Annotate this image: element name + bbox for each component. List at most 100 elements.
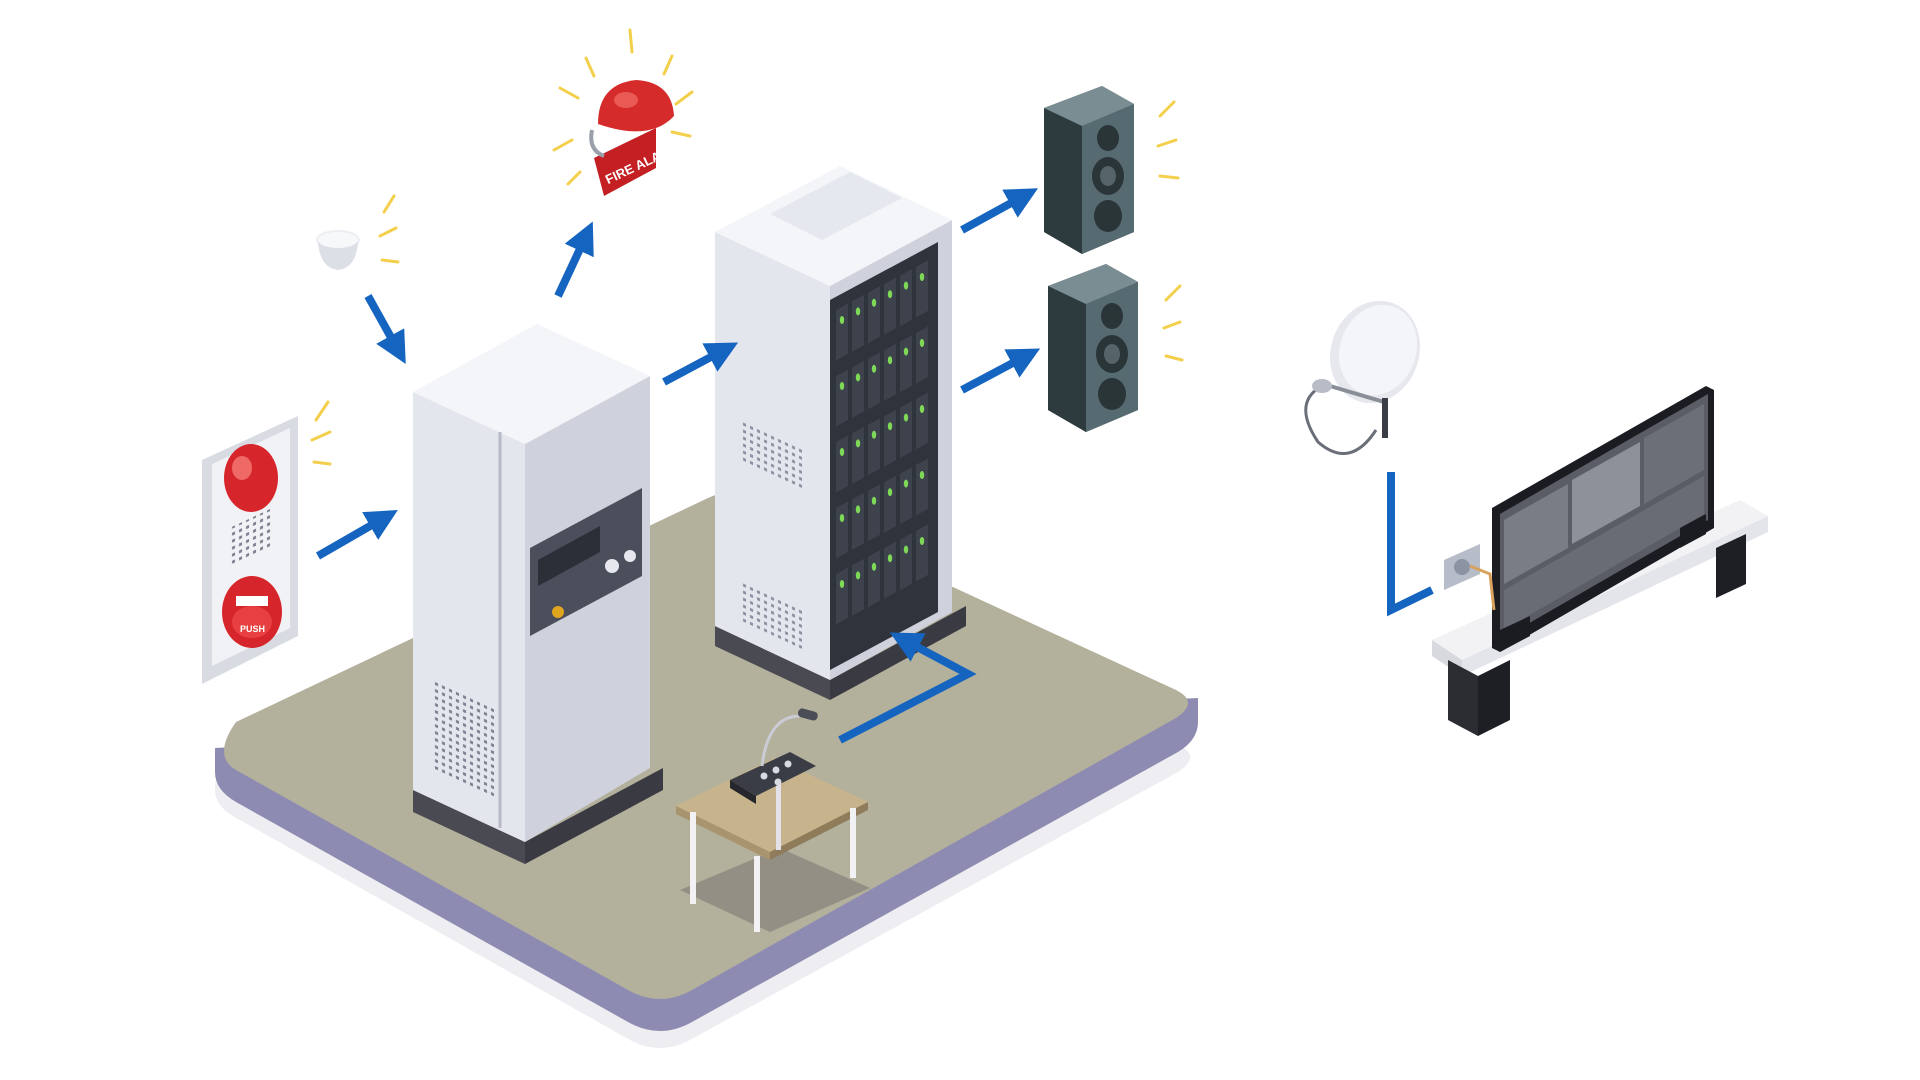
rack-led — [919, 273, 925, 281]
dish-cable — [1304, 382, 1378, 455]
spark-line — [552, 138, 574, 152]
floor-top — [224, 492, 1188, 999]
rack-led — [855, 505, 861, 514]
rack-side-vent — [740, 580, 802, 649]
microphone-icon — [760, 714, 801, 767]
smoke-detector-dome — [318, 242, 358, 270]
rack-drive-slot — [852, 294, 864, 352]
arrow-rack-to-speaker-top — [960, 188, 1039, 234]
rack-led — [871, 430, 877, 439]
rack-drive-slot — [916, 392, 928, 450]
rack-drive-slot — [836, 435, 848, 493]
rack-drive-slot — [884, 475, 896, 533]
stand-leg — [1478, 660, 1510, 736]
rack-led — [903, 347, 909, 356]
speaker-side — [1048, 286, 1086, 432]
stand-side — [1462, 516, 1768, 676]
paging-microphone-station — [676, 708, 870, 932]
table-edge — [676, 806, 770, 860]
rack-drive-slot — [868, 286, 880, 344]
table-edge-right — [770, 802, 868, 860]
table-shadow — [680, 848, 870, 932]
arrow-rack-to-speaker-bottom — [960, 348, 1041, 394]
dish-arm — [1329, 384, 1385, 404]
rack-led — [919, 339, 925, 347]
rack-drive-slot — [884, 343, 896, 401]
rack-drive-slot — [884, 277, 896, 335]
rack-drive-slot — [916, 524, 928, 582]
monitor-foot — [1500, 616, 1530, 652]
spark-line — [1162, 320, 1182, 330]
microphone-base-side — [730, 780, 756, 804]
monitor-pane — [1504, 484, 1568, 584]
socket-connector — [1454, 559, 1470, 575]
rack-drive-slot — [836, 567, 848, 625]
alarm-push-label-bg — [236, 596, 268, 606]
table-top — [676, 758, 868, 852]
rack-led — [871, 562, 877, 571]
speaker-bottom — [1048, 264, 1138, 432]
rack-led — [855, 307, 861, 316]
rack-led — [839, 448, 845, 456]
stand-leg — [1716, 534, 1746, 598]
rack-led — [903, 479, 909, 488]
arrow-dish-to-tv — [1387, 472, 1434, 617]
rack-drive-slot — [852, 426, 864, 484]
rack-drive-slot — [852, 492, 864, 550]
speaker-top-face — [1044, 86, 1134, 126]
spark-line — [628, 28, 634, 54]
rack-drive-slot — [900, 401, 912, 459]
rack-drive-slot — [900, 269, 912, 327]
rack-drive-slot — [900, 467, 912, 525]
rack-top-panel — [770, 172, 902, 240]
dish-inner — [1338, 304, 1418, 396]
spark-line — [670, 130, 692, 138]
floor-platform — [215, 492, 1198, 1048]
table-leg — [776, 780, 781, 850]
rack-led — [855, 571, 861, 580]
microphone-button — [784, 760, 792, 768]
rack-drive-slot — [868, 418, 880, 476]
rack-led — [855, 439, 861, 448]
rack-drive-slot — [916, 260, 928, 318]
satellite-dish — [1304, 300, 1421, 455]
cabinet-lower-vent — [432, 730, 494, 798]
spark-line — [1156, 138, 1178, 148]
microphone-head — [797, 708, 818, 721]
rack-led — [839, 382, 845, 390]
rack-led — [919, 471, 925, 479]
rack-led — [839, 316, 845, 324]
spark-line — [312, 460, 332, 466]
rack-led — [887, 488, 893, 497]
bell-mount — [594, 128, 656, 196]
cabinet-control-panel — [530, 488, 642, 636]
dish-lnb — [1312, 379, 1332, 393]
speaker-cone-inner — [1104, 344, 1120, 364]
rack-led — [871, 364, 877, 373]
spark-line — [1164, 354, 1184, 362]
rack-led — [855, 373, 861, 382]
microphone-button — [772, 766, 780, 774]
rack-drive-slot — [868, 550, 880, 608]
table-leg — [754, 856, 760, 932]
public-address-rack — [715, 166, 966, 700]
alarm-push-label: PUSH — [240, 624, 265, 634]
rack-led — [887, 290, 893, 299]
bell-bracket — [589, 129, 605, 158]
speaker-top — [1044, 86, 1134, 254]
rack-led — [919, 537, 925, 545]
manual-call-point: PUSH — [202, 416, 298, 684]
speaker-cone-inner — [1100, 166, 1116, 186]
spark-line — [674, 90, 694, 106]
rack-drive-slot — [916, 326, 928, 384]
rack-led — [887, 554, 893, 563]
spark-line — [558, 86, 580, 100]
spark-line — [1158, 100, 1176, 118]
speaker-cone — [1097, 125, 1119, 151]
microphone-button — [774, 778, 782, 786]
arrow-cabinet-to-bell — [554, 221, 594, 298]
alarm-push-button — [232, 606, 272, 638]
spark-line — [380, 258, 400, 264]
arrow-callpoint-to-cabinet — [316, 510, 398, 560]
rack-side-vent — [740, 420, 802, 489]
